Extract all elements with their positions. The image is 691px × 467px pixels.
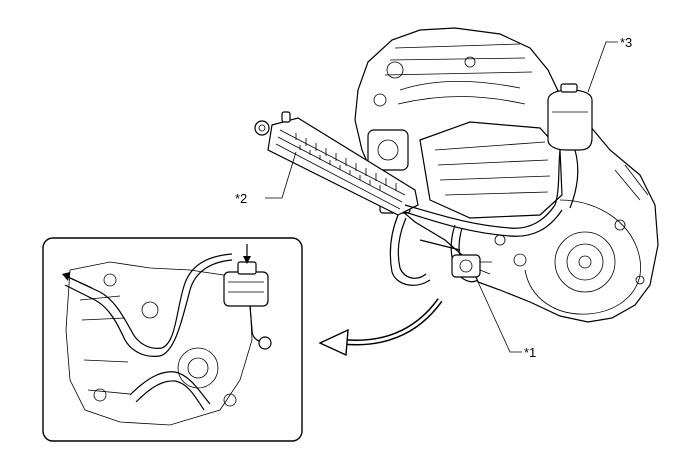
- pointer-arrow: [318, 298, 443, 357]
- engine-assembly: [354, 27, 659, 323]
- inset-view: [42, 237, 303, 442]
- cooler-fins: [295, 133, 397, 191]
- callout-2: *2: [235, 191, 248, 206]
- oil-cooler: [254, 111, 419, 216]
- pump-fitting: [451, 254, 492, 278]
- reservoir-tank: [547, 83, 593, 209]
- callout-1: *1: [524, 345, 537, 360]
- callout-3: *3: [620, 35, 633, 50]
- leader-lines: [265, 41, 618, 353]
